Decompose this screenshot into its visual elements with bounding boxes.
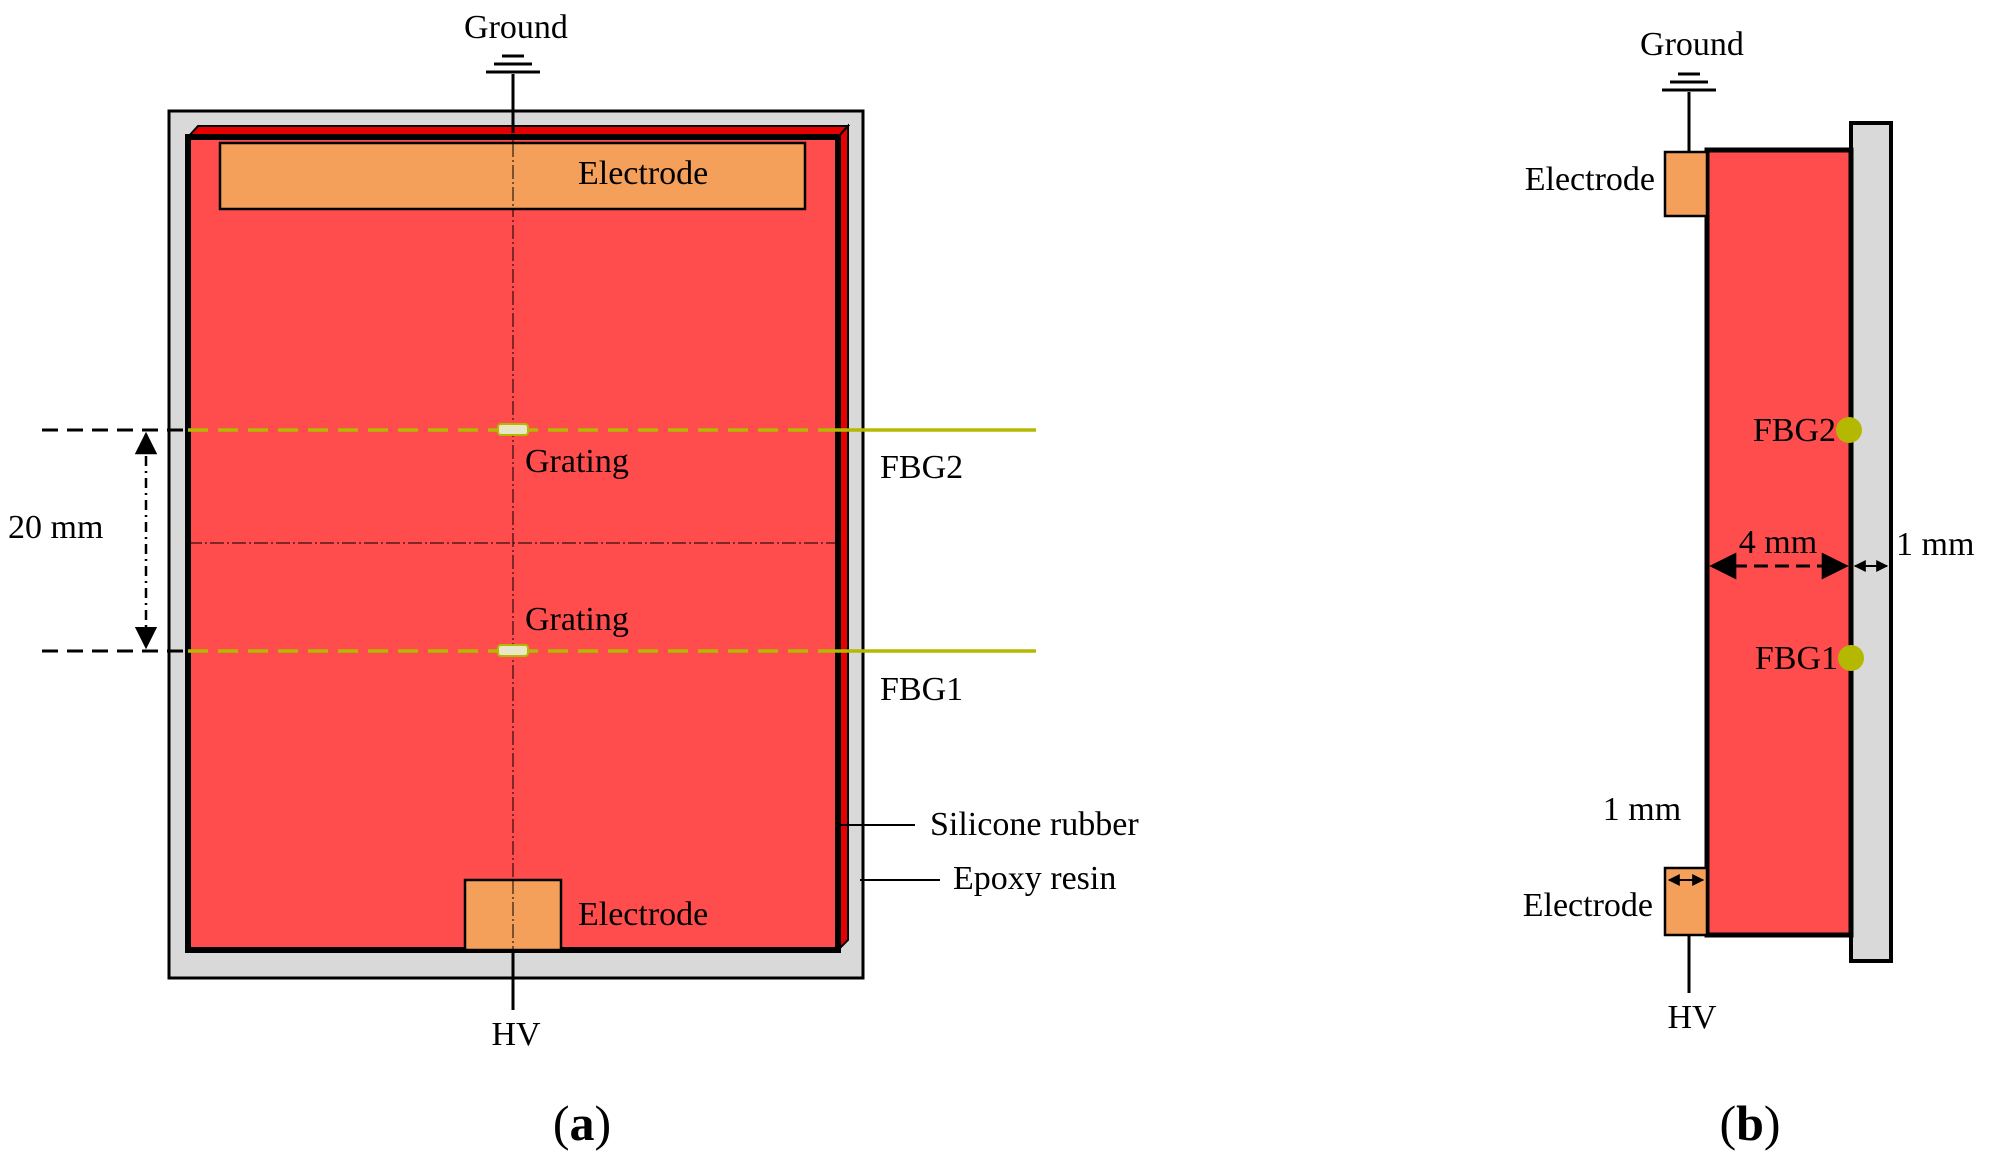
grating-bottom-label: Grating: [525, 601, 629, 638]
ground-side-label: Ground: [1640, 26, 1744, 63]
silicone-rubber-label: Silicone rubber: [930, 806, 1139, 843]
spacing-label: 20 mm: [8, 509, 103, 546]
fbg1-label: FBG1: [880, 671, 963, 708]
fbg2-side-label: FBG2: [1753, 412, 1836, 449]
electrode-top-side-label: Electrode: [1525, 161, 1655, 198]
grating-top-label: Grating: [525, 443, 629, 480]
caption-a: (a): [553, 1095, 611, 1151]
fbg2-label: FBG2: [880, 449, 963, 486]
grating-bottom-marker: [497, 644, 529, 657]
silicone-rubber-side: [1704, 147, 1854, 938]
electrode-top-side: [1663, 150, 1709, 218]
hv-label: HV: [491, 1016, 541, 1053]
electrode-bottom-side-label: Electrode: [1523, 887, 1653, 924]
panel-b: Electrode Electrode 1 mm Ground HV FBG2 …: [1523, 26, 1975, 1151]
shell-thickness-label: 1 mm: [1896, 526, 1974, 563]
electrode-bottom-label: Electrode: [578, 896, 708, 933]
panel-a: Electrode Electrode Ground HV Grating FB…: [8, 9, 1139, 1151]
electrode-thickness-label: 1 mm: [1603, 791, 1681, 828]
fbg1-side-label: FBG1: [1755, 640, 1838, 677]
fbg1-dot: [1838, 645, 1864, 671]
ground-symbol-icon: [486, 54, 540, 133]
electrode-top-label: Electrode: [578, 155, 708, 192]
epoxy-shell-side: [1849, 121, 1893, 963]
fbg2-dot: [1836, 417, 1862, 443]
hv-side-label: HV: [1667, 999, 1717, 1036]
epoxy-resin-label: Epoxy resin: [953, 860, 1116, 897]
caption-b: (b): [1719, 1095, 1780, 1151]
electrode-bottom-side: [1663, 866, 1709, 937]
ground-symbol-side-icon: [1662, 72, 1716, 152]
ground-label: Ground: [464, 9, 568, 46]
grating-top-marker: [497, 423, 529, 436]
thickness-label: 4 mm: [1739, 524, 1817, 561]
